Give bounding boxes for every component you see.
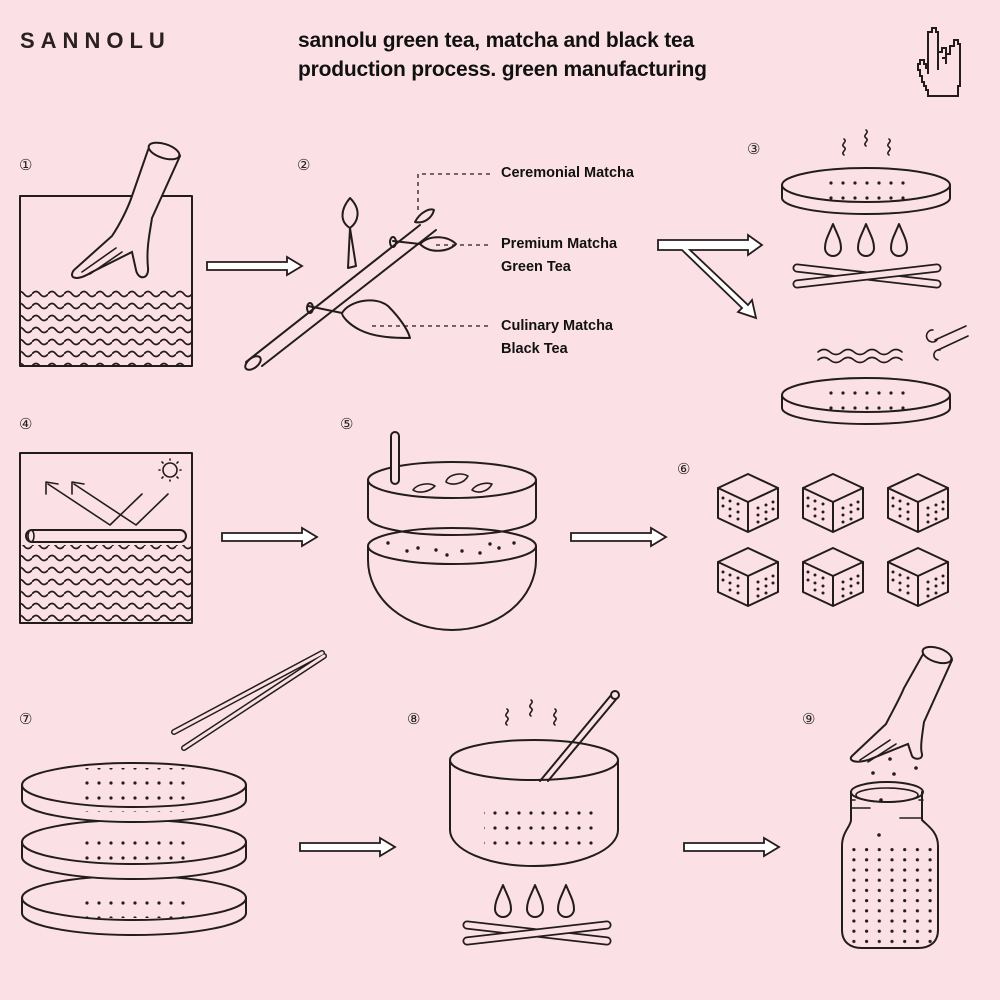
step-6-cubes: [717, 473, 949, 607]
step-number-7: ⑦: [19, 711, 33, 728]
step-5-stone-mill: [367, 431, 537, 631]
label-culinary-matcha: Culinary Matcha Black Tea: [501, 315, 613, 361]
step-4-sun-dry: [19, 452, 193, 624]
title-line-2: production process. green manufacturing: [298, 58, 707, 81]
step-number-6: ⑥: [677, 461, 691, 478]
step-1-water-basin: [19, 141, 193, 367]
label-ceremonial-matcha: Ceremonial Matcha: [501, 165, 634, 181]
label-premium-matcha: Premium Matcha Green Tea: [501, 233, 617, 279]
hand-icon: [849, 645, 954, 763]
step-number-5: ⑤: [340, 416, 354, 433]
step-number-9: ⑨: [802, 711, 816, 728]
step-number-8: ⑧: [407, 711, 421, 728]
page-title: sannolu green tea, matcha and black tea …: [298, 26, 707, 84]
step-number-3: ③: [747, 141, 761, 158]
step-8-boiling-pot: [449, 690, 620, 941]
sun-icon: [162, 462, 178, 478]
label-premium-line2: Green Tea: [501, 259, 571, 275]
step-7-stacked-trays: [21, 650, 327, 936]
rock-hand-cursor-icon: [917, 27, 961, 97]
hand-icon: [71, 141, 182, 279]
label-culinary-line1: Culinary Matcha: [501, 318, 613, 334]
label-premium-line1: Premium Matcha: [501, 236, 618, 252]
split-arrow: [657, 233, 764, 320]
step-3-steam-dry: [781, 129, 969, 425]
step-number-1: ①: [19, 157, 33, 174]
step-number-4: ④: [19, 416, 33, 433]
label-culinary-line2: Black Tea: [501, 341, 568, 357]
step-9-jar: [841, 645, 954, 949]
title-line-1: sannolu green tea, matcha and black tea: [298, 29, 694, 52]
step-2-tea-branch: [244, 173, 492, 371]
brand-logo: SANNOLU: [20, 28, 171, 53]
step-number-2: ②: [297, 157, 311, 174]
